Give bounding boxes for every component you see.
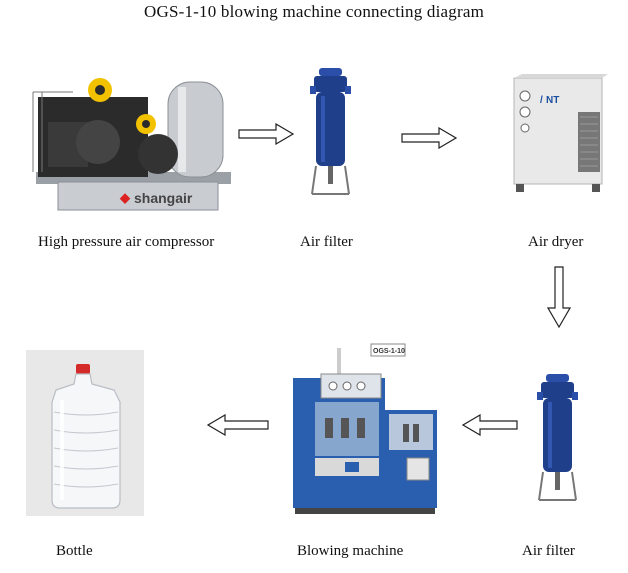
node-label-air-filter-2: Air filter (522, 543, 575, 559)
flow-arrow-left-2 (207, 414, 269, 436)
flow-arrow-right-2 (401, 127, 457, 149)
svg-text:◆: ◆ (119, 190, 131, 205)
air-compressor-image: ◆ shangair (32, 78, 231, 211)
node-label-bottle: Bottle (56, 543, 93, 559)
air-filter-2-image (537, 374, 578, 501)
blowing-machine-image: OGS-1-10 (293, 343, 437, 514)
node-label-compressor: High pressure air compressor (38, 234, 215, 250)
node-label-air-filter-1: Air filter (300, 234, 353, 250)
air-filter-1-image (310, 68, 351, 195)
brand-logo-shangair: shangair (134, 190, 193, 206)
svg-text:/: / (540, 95, 543, 106)
brand-logo-nt: NT (546, 95, 559, 106)
flow-arrow-down (547, 266, 571, 328)
model-tag: OGS-1-10 (373, 348, 405, 355)
flow-arrow-left-1 (462, 414, 518, 436)
flow-arrow-right-1 (238, 123, 294, 145)
node-label-air-dryer: Air dryer (528, 234, 584, 250)
diagram-title: OGS-1-10 blowing machine connecting diag… (143, 2, 485, 21)
air-dryer-image: / NT (513, 74, 608, 192)
node-label-blowing-machine: Blowing machine (297, 543, 404, 559)
bottle-image (26, 350, 144, 516)
